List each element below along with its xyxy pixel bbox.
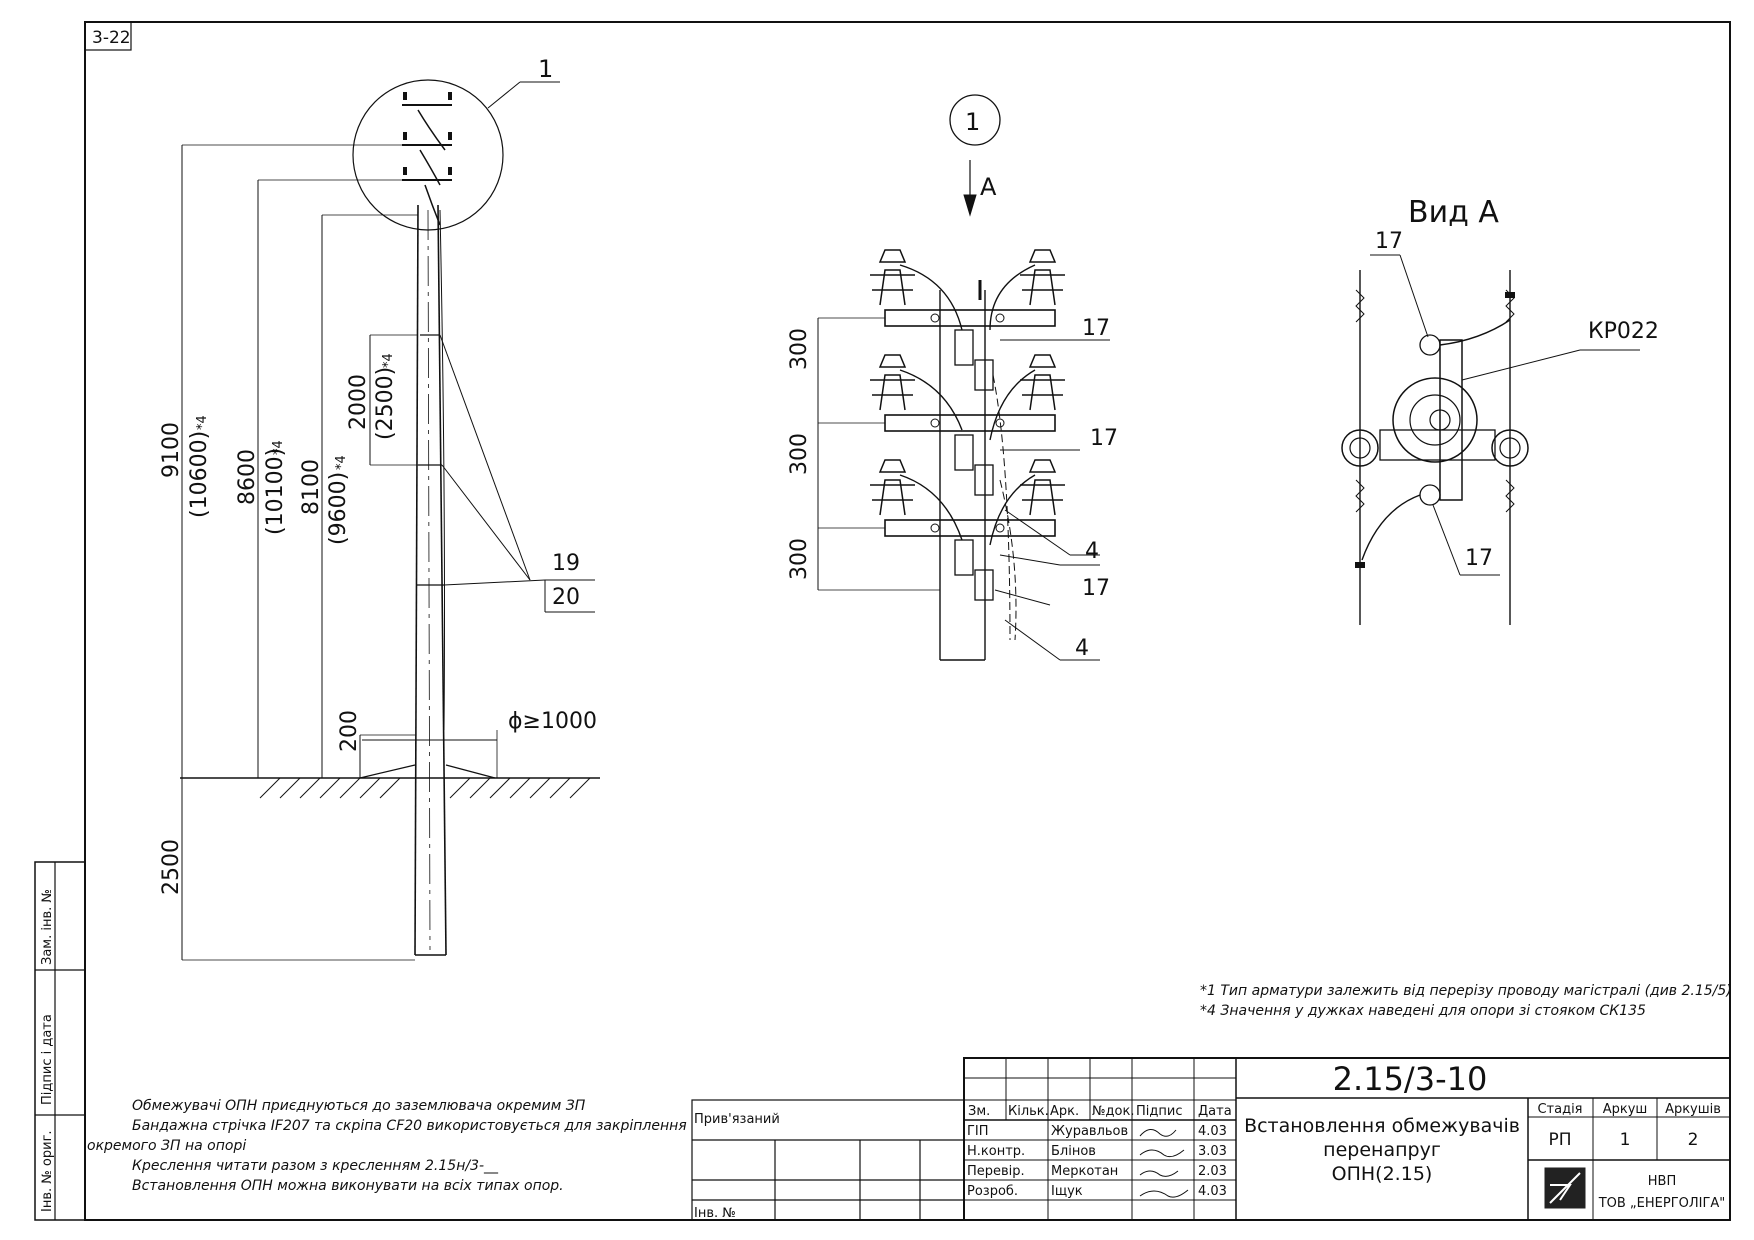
role-0: ГІП: [967, 1124, 989, 1139]
dim-diameter: ϕ≥1000: [508, 709, 597, 734]
detail-dim-300-a: 300: [787, 328, 812, 370]
dim-8600: 8600: [235, 449, 260, 505]
footnote-1: *1 Тип арматури залежить від перерізу пр…: [1200, 983, 1732, 999]
role-3: Розроб.: [967, 1184, 1018, 1199]
callout-1-label: 1: [538, 55, 553, 83]
note-line-3: окремого ЗП на опорі: [87, 1138, 246, 1154]
name-0: Журавльов: [1051, 1124, 1128, 1139]
sheet-code: 3-22: [92, 28, 131, 48]
sheets-label: Аркушів: [1665, 1102, 1721, 1117]
date-3: 4.03: [1198, 1184, 1227, 1199]
stage-label: Стадія: [1537, 1102, 1582, 1117]
detail-label-17-b: 17: [1090, 426, 1118, 451]
hdr-qty: Кільк.: [1008, 1104, 1049, 1119]
role-2: Перевір.: [967, 1164, 1025, 1179]
hdr-sign: Підпис: [1136, 1104, 1182, 1119]
name-2: Меркотан: [1051, 1164, 1118, 1179]
hdr-change: Зм.: [968, 1104, 990, 1119]
title-line-2: перенапруг: [1323, 1139, 1441, 1161]
org-line-2: ТОВ „ЕНЕРГОЛІГА": [1598, 1196, 1726, 1211]
sheets-value: 2: [1688, 1130, 1699, 1150]
footnote-4: *4 Значення у дужках наведені для опори …: [1200, 1003, 1646, 1019]
view-a-drawing: [1341, 254, 1640, 625]
dim-8100: 8100: [299, 459, 324, 515]
note-mark-b: *4: [271, 440, 286, 455]
date-0: 4.03: [1198, 1124, 1227, 1139]
hdr-sheet: Арк.: [1050, 1104, 1079, 1119]
dim-2500: 2500: [159, 839, 184, 895]
name-3: Іщук: [1051, 1184, 1083, 1199]
label-20: 20: [552, 585, 580, 610]
drawing-code: 2.15/3-10: [1333, 1060, 1488, 1098]
role-1: Н.контр.: [967, 1144, 1025, 1159]
hdr-date: Дата: [1198, 1104, 1232, 1119]
sheet-code-box: [84, 21, 132, 51]
stamp-inv-orig: Інв. № ориг.: [40, 1130, 55, 1212]
title-line-3: ОПН(2.15): [1332, 1163, 1433, 1185]
note-line-5: Встановлення ОПН можна виконувати на всі…: [132, 1178, 564, 1194]
detail-marker: 1: [965, 108, 980, 136]
label-19: 19: [552, 551, 580, 576]
org-line-1: НВП: [1648, 1174, 1676, 1189]
stamp-inv-replace: Зам. інв. №: [40, 889, 55, 965]
dim-2000: 2000: [346, 374, 371, 430]
detail-dim-300-c: 300: [787, 538, 812, 580]
title-line-1: Встановлення обмежувачів: [1244, 1115, 1520, 1137]
title-block: [963, 1057, 1731, 1221]
note-mark-d: *4: [381, 353, 396, 368]
dim-10100: (10100): [263, 448, 288, 535]
dim-200: 200: [337, 710, 362, 752]
stage-value: РП: [1548, 1130, 1571, 1150]
view-label-17-b: 17: [1465, 546, 1493, 571]
sheet-value: 1: [1620, 1130, 1631, 1150]
view-arrow-label: A: [980, 173, 997, 201]
dim-9100: 9100: [159, 422, 184, 478]
detail-label-4-b: 4: [1075, 636, 1089, 661]
date-2: 2.03: [1198, 1164, 1227, 1179]
detail-label-17-a: 17: [1082, 316, 1110, 341]
dim-9600: (9600): [326, 472, 351, 545]
side-stamp: Зам. інв. № Підпис і дата Інв. № ориг.: [34, 861, 86, 1221]
dim-10600: (10600): [187, 431, 212, 518]
detail-label-17-c: 17: [1082, 576, 1110, 601]
detail-label-4-a: 4: [1085, 539, 1099, 564]
general-notes: Обмежувачі ОПН приєднуються до заземлюва…: [87, 1098, 687, 1194]
title-headers: Зм. Кільк. Арк. №док. Підпис Дата: [968, 1104, 1232, 1119]
stamp-sign-date: Підпис і дата: [40, 1014, 55, 1105]
dim-2500-bracket: (2500): [373, 367, 398, 440]
view-label-kr022: КР022: [1588, 319, 1659, 344]
note-mark-c: *4: [334, 455, 349, 470]
note-line-4: Креслення читати разом з кресленням 2.15…: [132, 1158, 499, 1174]
detail-dim-300-b: 300: [787, 433, 812, 475]
name-1: Блінов: [1051, 1144, 1096, 1159]
hdr-doc: №док.: [1092, 1104, 1134, 1119]
view-label-17-a: 17: [1375, 229, 1403, 254]
bind-inv-label: Інв. №: [694, 1206, 736, 1221]
date-1: 3.03: [1198, 1144, 1227, 1159]
view-a-title: Вид А: [1408, 195, 1499, 230]
note-line-2: Бандажна стрічка IF207 та скріпа CF20 ви…: [132, 1118, 687, 1134]
pole-elevation: [180, 79, 600, 961]
detail-1-drawing: [817, 94, 1110, 661]
sheet-label: Аркуш: [1603, 1102, 1648, 1117]
title-people: ГІП Журавльов 4.03 Н.контр. Блінов 3.03 …: [967, 1124, 1227, 1199]
note-line-1: Обмежувачі ОПН приєднуються до заземлюва…: [132, 1098, 586, 1114]
note-mark-a: *4: [195, 415, 210, 430]
bound-label: Прив'язаний: [694, 1112, 780, 1127]
